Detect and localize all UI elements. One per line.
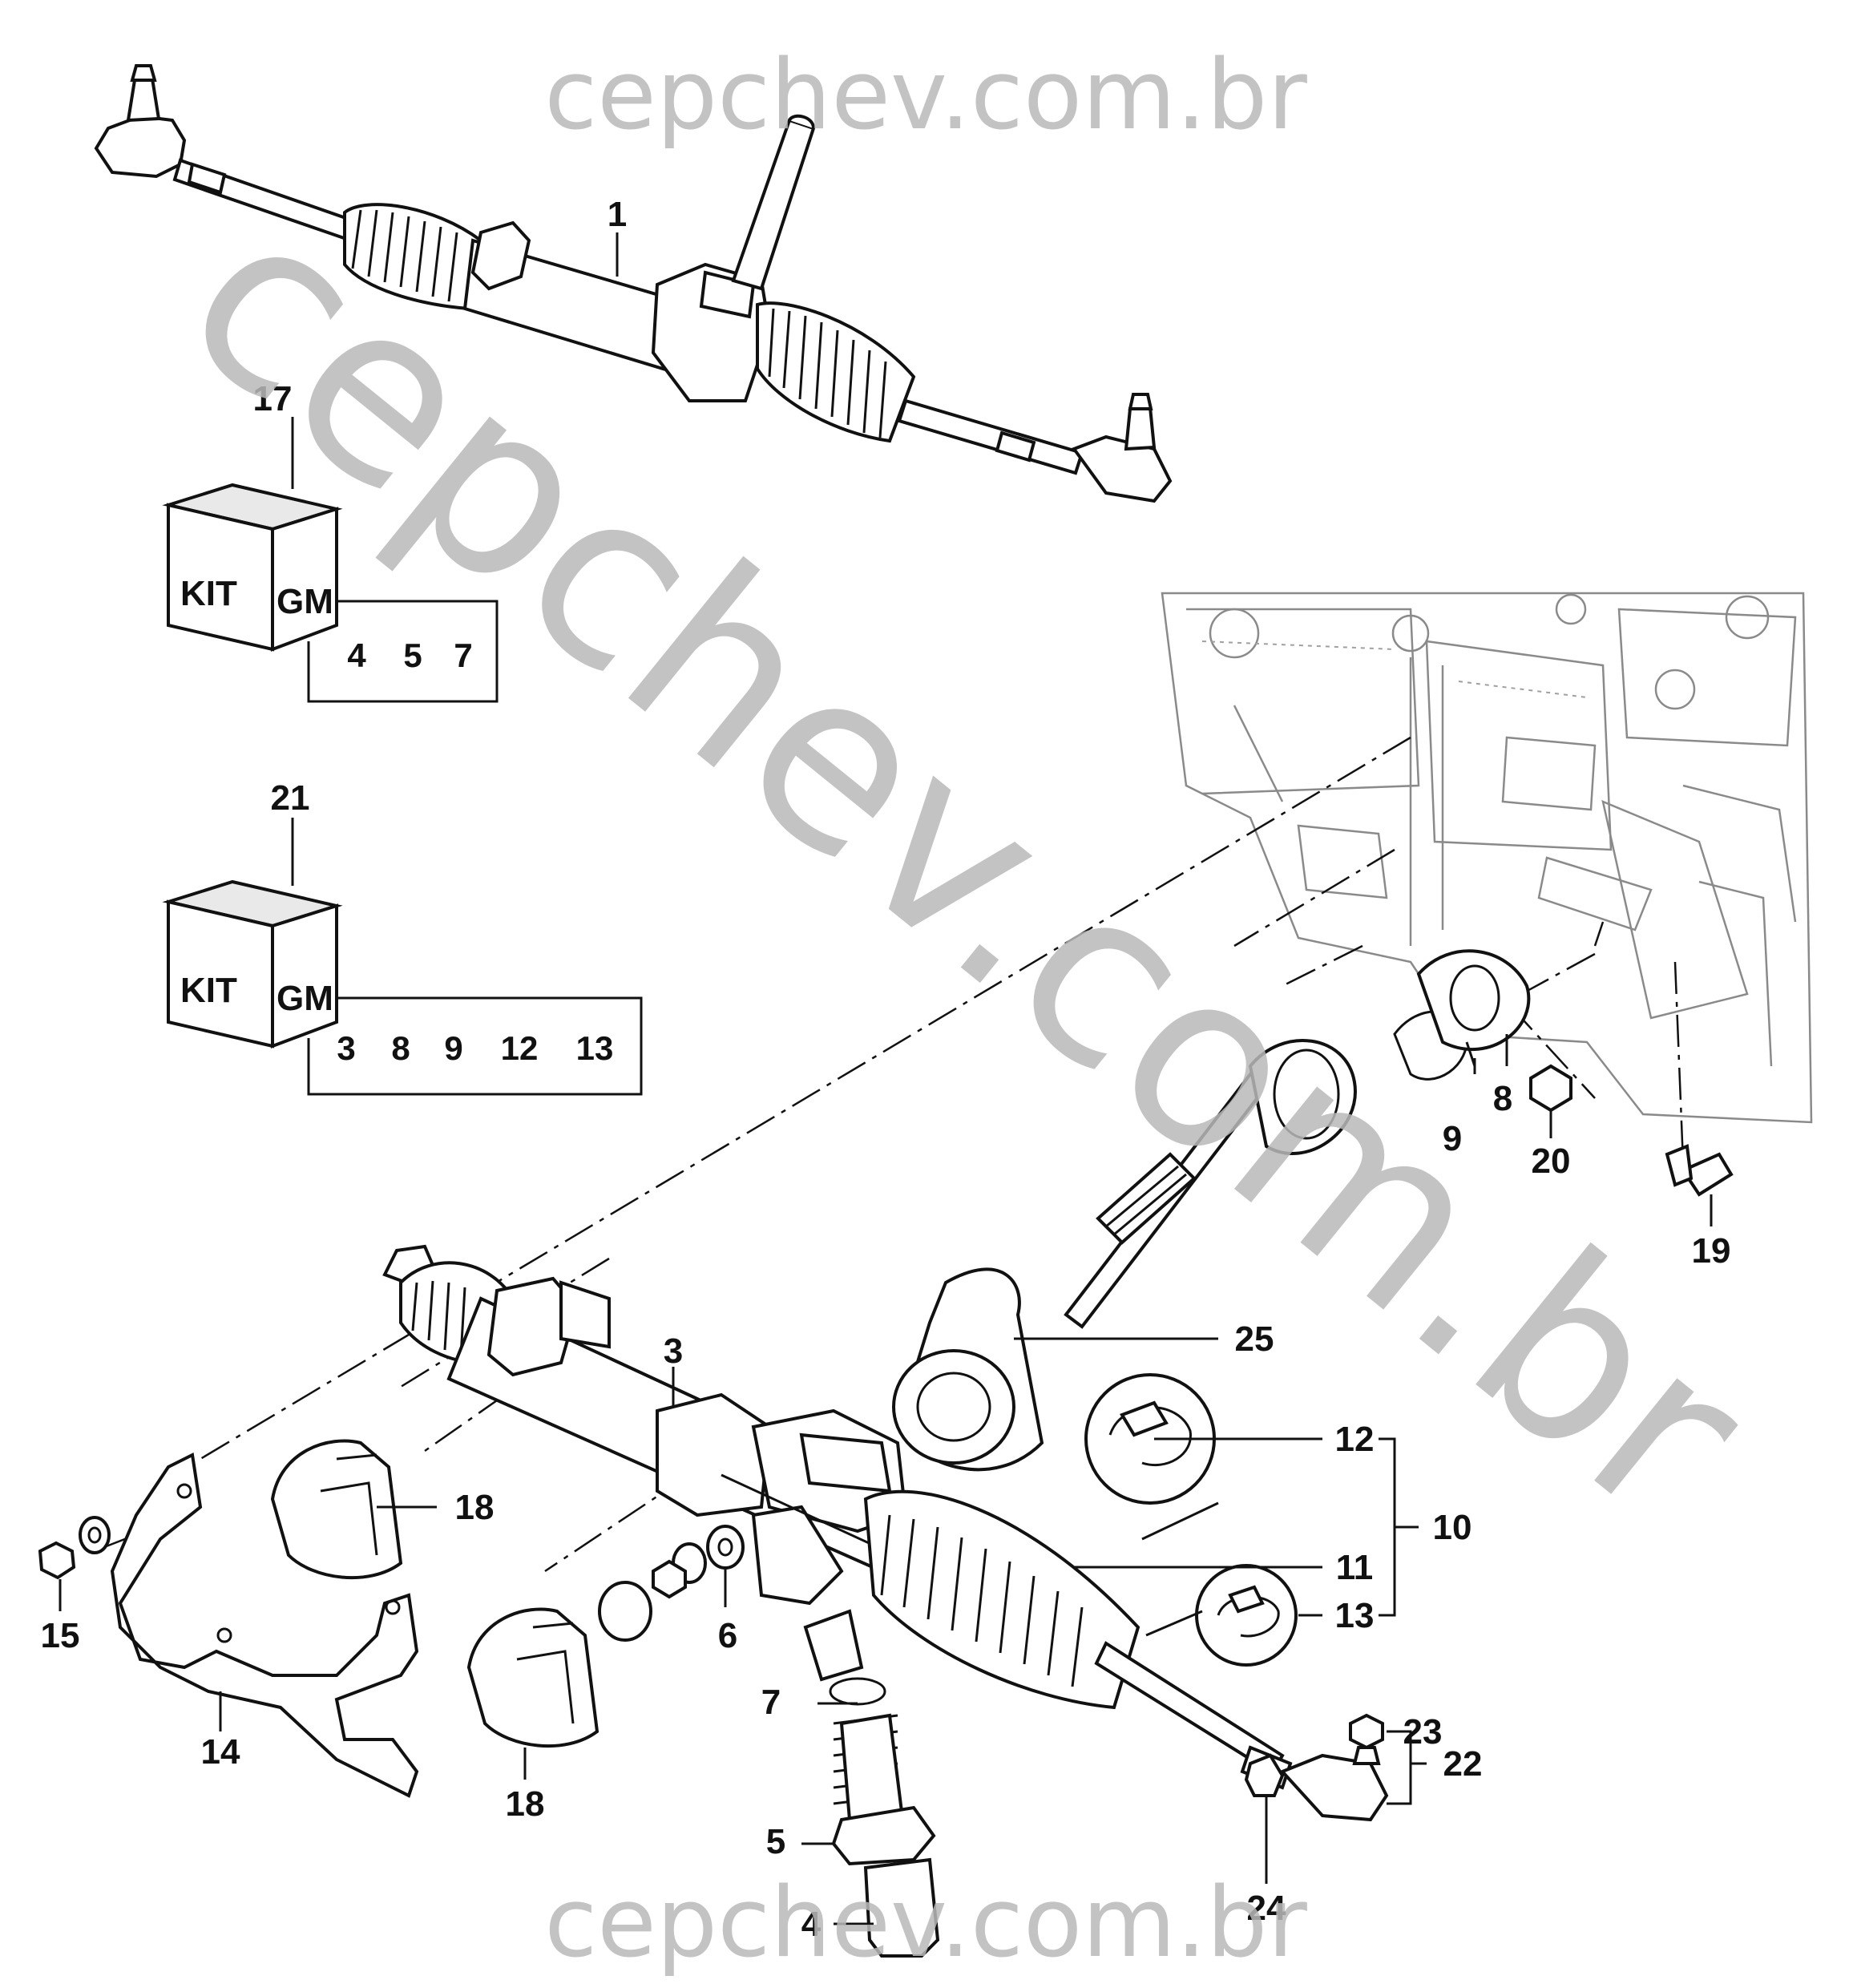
kit-17-item-1: 4 <box>347 636 366 674</box>
hardware <box>38 1064 1734 1958</box>
kit-17-logo-right: GM <box>277 582 333 621</box>
kit-21-item-2: 8 <box>391 1029 410 1067</box>
kit-21-item-4: 12 <box>501 1029 539 1067</box>
kit-21-item-1: 3 <box>337 1029 355 1067</box>
callout-25: 25 <box>1235 1319 1274 1359</box>
callout-21: 21 <box>271 778 310 818</box>
kit-17-cube-icon: KIT GM <box>162 483 343 652</box>
callout-10: 10 <box>1433 1508 1472 1547</box>
kit-21-cube-icon: KIT GM <box>162 879 343 1049</box>
callout-9: 9 <box>1443 1119 1462 1158</box>
watermark-top: cepchev.com.br <box>544 40 1307 152</box>
callout-6: 6 <box>718 1616 737 1655</box>
callout-7: 7 <box>761 1683 781 1722</box>
dust-cover <box>892 1267 1044 1472</box>
kit-21-logo-left: KIT <box>180 971 237 1010</box>
callout-13: 13 <box>1335 1596 1375 1635</box>
kit-17-logo-left: KIT <box>180 574 237 613</box>
clamps <box>1084 1373 1298 1667</box>
kit-21-item-3: 9 <box>444 1029 462 1067</box>
kit-21-logo-right: GM <box>277 979 333 1018</box>
watermarks: cepchev.com.br cepchev.com.br cepchev.co… <box>136 40 1796 1979</box>
kit-17-item-3: 7 <box>454 636 472 674</box>
callout-12: 12 <box>1335 1420 1375 1459</box>
callout-18-upper: 18 <box>455 1488 495 1527</box>
watermark-bottom: cepchev.com.br <box>544 1868 1307 1979</box>
bushings <box>270 1439 600 1748</box>
steering-rack-assembly <box>94 64 1173 503</box>
callout-15: 15 <box>41 1616 80 1655</box>
callout-18-lower: 18 <box>506 1784 545 1824</box>
callout-8: 8 <box>1493 1079 1512 1118</box>
leader-lines <box>59 232 1713 1925</box>
callout-11: 11 <box>1336 1548 1374 1587</box>
mounting-bracket <box>110 1452 419 1798</box>
callout-22: 22 <box>1443 1744 1483 1784</box>
kit-21-item-5: 13 <box>576 1029 614 1067</box>
callout-4: 4 <box>801 1905 822 1944</box>
callout-17: 17 <box>253 379 293 418</box>
pinion-shaft <box>1064 949 1531 1329</box>
callout-20: 20 <box>1532 1141 1571 1181</box>
callout-19: 19 <box>1692 1231 1731 1271</box>
kit-17: KIT GM 17 4 5 7 <box>162 379 499 703</box>
callout-23: 23 <box>1403 1712 1443 1752</box>
callout-3: 3 <box>664 1331 683 1371</box>
callout-1: 1 <box>608 195 627 234</box>
kit-17-item-2: 5 <box>403 636 422 674</box>
callout-24: 24 <box>1247 1889 1286 1928</box>
kit-21: KIT GM 21 3 8 9 12 13 <box>162 778 643 1096</box>
callout-14: 14 <box>201 1732 240 1772</box>
callout-numbers: 1 3 4 5 6 7 8 9 10 11 12 13 14 15 18 18 … <box>41 195 1731 1944</box>
callout-5: 5 <box>766 1822 785 1861</box>
engine-block-outline <box>1161 592 1813 1124</box>
rack-housing <box>382 1244 1293 1790</box>
